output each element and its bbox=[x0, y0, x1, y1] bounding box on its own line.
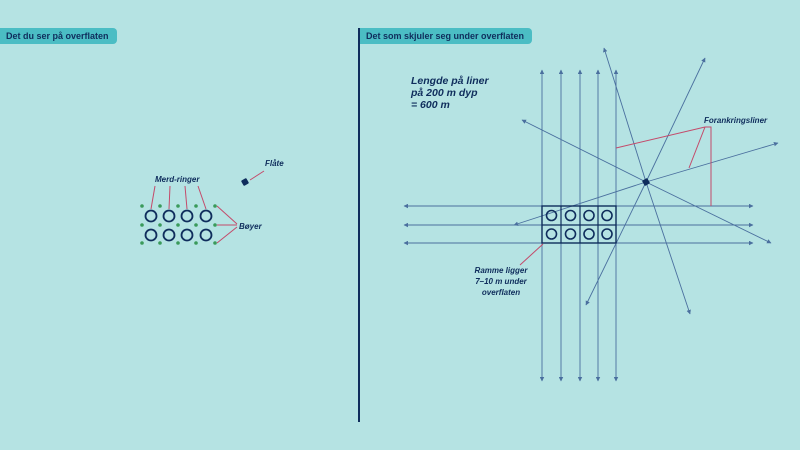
buoy bbox=[213, 241, 217, 245]
buoy bbox=[176, 204, 180, 208]
frame-leader bbox=[519, 243, 544, 266]
cage-ring bbox=[162, 209, 176, 223]
buoys-group bbox=[140, 204, 217, 245]
ring-leader bbox=[150, 185, 156, 210]
cage-ring bbox=[199, 209, 213, 223]
line-length-line-2: på 200 m dyp bbox=[410, 87, 478, 99]
mooring-leader bbox=[615, 126, 706, 149]
frame-note: Ramme ligger 7–10 m under overflaten bbox=[475, 266, 529, 297]
cage-ring bbox=[601, 228, 613, 240]
frame-line-3: overflaten bbox=[482, 288, 520, 297]
vertical-lines bbox=[539, 69, 619, 382]
buoy bbox=[194, 223, 198, 227]
cage-ring bbox=[545, 209, 558, 222]
line-length-line-3: = 600 m bbox=[411, 99, 450, 111]
frame-line-1: Ramme ligger bbox=[475, 266, 529, 275]
raft-icon bbox=[642, 178, 650, 186]
buoy bbox=[194, 204, 198, 208]
frame-grid bbox=[541, 205, 617, 244]
mooring-lines-label: Forankringsliner bbox=[704, 116, 768, 125]
cage-ring bbox=[162, 228, 176, 242]
buoy bbox=[140, 223, 144, 227]
cage-rings-label: Merd-ringer bbox=[155, 175, 200, 184]
ring-leader bbox=[168, 185, 171, 210]
cage-ring bbox=[180, 228, 194, 242]
surface-view: Flåte Merd-ringer Bøyer bbox=[140, 159, 284, 245]
horizontal-lines bbox=[403, 203, 754, 246]
cage-ring bbox=[180, 209, 194, 223]
panel-divider bbox=[358, 28, 360, 422]
ring-leader bbox=[197, 185, 207, 210]
cage-ring bbox=[583, 228, 595, 240]
raft-mooring-lines bbox=[513, 47, 779, 315]
line-length-note: Lengde på liner på 200 m dyp = 600 m bbox=[410, 75, 490, 111]
panel-title-underwater: Det som skjuler seg under overflaten bbox=[360, 28, 533, 44]
cage-rings-group bbox=[144, 209, 213, 242]
frame-line-2: 7–10 m under bbox=[475, 277, 527, 286]
buoy bbox=[158, 204, 162, 208]
cage-ring bbox=[564, 209, 577, 222]
buoy bbox=[176, 241, 180, 245]
buoy bbox=[158, 223, 162, 227]
buoys-label: Bøyer bbox=[239, 222, 263, 231]
raft-label: Flåte bbox=[265, 159, 284, 168]
buoy bbox=[213, 204, 217, 208]
cage-ring bbox=[583, 209, 595, 222]
buoy bbox=[140, 241, 144, 245]
buoy-leader bbox=[216, 205, 238, 225]
cage-ring bbox=[564, 228, 577, 240]
cage-ring bbox=[144, 209, 158, 223]
line-length-line-1: Lengde på liner bbox=[411, 75, 490, 87]
cage-ring bbox=[601, 209, 613, 222]
raft-icon bbox=[241, 178, 249, 186]
mooring-leader bbox=[688, 126, 706, 169]
buoy bbox=[158, 241, 162, 245]
panel-title-surface: Det du ser på overflaten bbox=[0, 28, 117, 44]
buoy-leader bbox=[216, 226, 238, 244]
buoy bbox=[176, 223, 180, 227]
buoy bbox=[194, 241, 198, 245]
cage-ring bbox=[199, 228, 213, 242]
cage-ring bbox=[144, 228, 158, 242]
raft-leader bbox=[249, 170, 265, 181]
buoy bbox=[140, 204, 144, 208]
ring-leader bbox=[184, 185, 188, 210]
cage-ring bbox=[545, 228, 558, 240]
underwater-view: Forankringsliner Lengde på liner på 200 … bbox=[403, 47, 779, 382]
buoy bbox=[213, 223, 217, 227]
mooring-leader bbox=[705, 126, 712, 206]
